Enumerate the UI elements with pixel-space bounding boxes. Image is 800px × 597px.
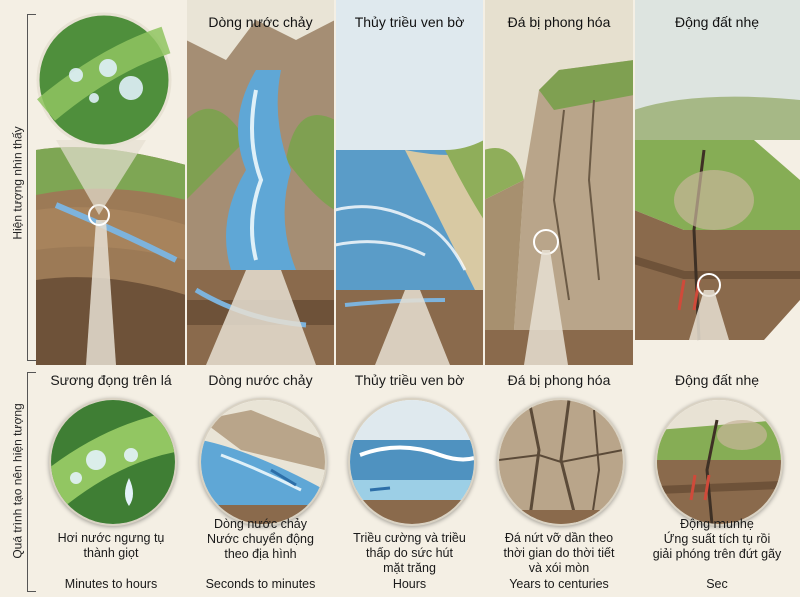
panel-dew <box>36 0 186 365</box>
stream-illustration <box>186 0 335 365</box>
bracket-top <box>27 14 36 361</box>
panel-coast: Thủy triều ven bờ <box>335 0 484 365</box>
column-description: Dòng nước chảy Nước chuyển động theo địa… <box>207 517 314 561</box>
dew-landscape-illustration <box>36 0 186 365</box>
panel-title: Dòng nước chảy <box>208 14 313 30</box>
panel-title: Thủy triều ven bờ <box>354 14 465 30</box>
column-description: Đá nứt vỡ dần theo thời gian do thời tiế… <box>503 531 615 575</box>
earthquake-closeup <box>655 398 783 526</box>
panel-rock: Đá bị phong hóa <box>484 0 634 365</box>
dew-closeup <box>49 398 177 526</box>
panel-stream: Dòng nước chảy <box>186 0 335 365</box>
panel-earthquake: Động đất nhẹ <box>634 0 800 365</box>
coast-closeup <box>347 398 476 526</box>
column-description: Hơi nước ngưng tụ thành giọt <box>57 531 165 560</box>
earthquake-illustration <box>634 0 800 365</box>
column-divider <box>334 0 336 597</box>
column-dew: Sương đọng trên lá Hơi nước ngưng tụ thà… <box>36 365 186 597</box>
column-divider <box>185 0 187 597</box>
dew-drop-icon <box>51 400 175 524</box>
column-title: Đá bị phong hóa <box>507 372 611 388</box>
cracked-rock-icon <box>499 400 623 524</box>
column-divider <box>483 0 485 597</box>
column-timescale: Seconds to minutes <box>205 577 316 591</box>
column-timescale: Years to centuries <box>509 577 609 591</box>
rock-cliff-illustration <box>484 0 634 365</box>
column-timescale: Hours <box>392 577 427 591</box>
column-description: Triều cường và triều thấp do sức hút mặt… <box>353 531 466 575</box>
coast-illustration <box>335 0 484 365</box>
column-description: Động ｍunhẹ Ứng suất tích tụ rồi giải phó… <box>652 517 782 561</box>
column-rock: Đá bị phong hóa Đá nứt vỡ dần theo thời … <box>484 365 634 597</box>
stream-flow-icon <box>200 400 325 524</box>
column-title: Thủy triều ven bờ <box>354 372 465 388</box>
bracket-bottom <box>27 372 36 592</box>
column-timescale: Minutes to hours <box>64 577 158 591</box>
column-title: Động đất nhẹ <box>674 372 760 388</box>
panel-title: Đá bị phong hóa <box>507 14 611 30</box>
stream-closeup <box>198 398 327 526</box>
panel-title: Động đất nhẹ <box>674 14 760 30</box>
column-coast: Thủy triều ven bờ Triều cường và triều t… <box>335 365 484 597</box>
rock-closeup <box>497 398 625 526</box>
column-title: Sương đọng trên lá <box>50 372 172 388</box>
column-timescale: Sec <box>706 577 728 591</box>
column-earthquake: Động đất nhẹ Động ｍunhẹ Ứng suất tích tụ… <box>634 365 800 597</box>
tide-wave-icon <box>349 400 474 524</box>
column-stream: Dòng nước chảy Dòng nước chảy Nước chuyể… <box>186 365 335 597</box>
column-divider <box>633 0 635 597</box>
fault-line-icon <box>657 400 781 524</box>
column-title: Dòng nước chảy <box>208 372 313 388</box>
